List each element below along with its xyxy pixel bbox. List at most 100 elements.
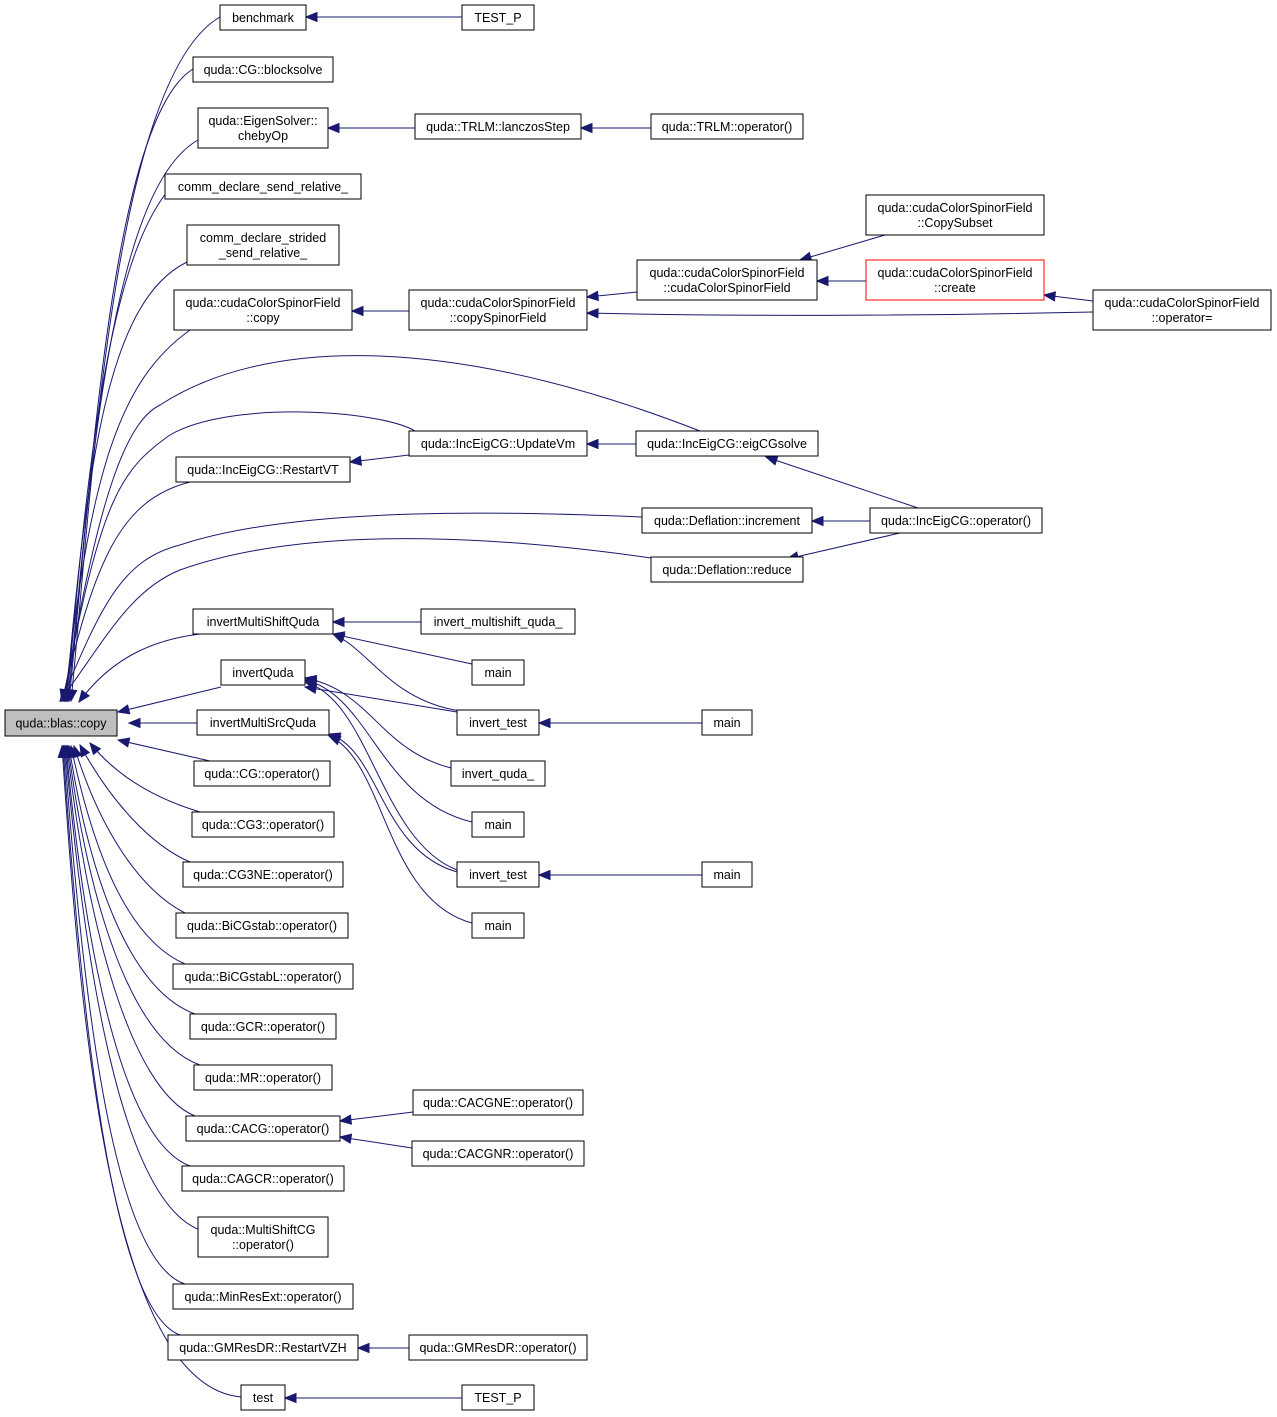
node-box	[219, 4, 307, 31]
edge-line	[328, 733, 458, 873]
node-defl-reduce[interactable]: quda::Deflation::reduce	[650, 556, 804, 583]
node-label: _send_relative_	[218, 246, 308, 260]
node-ccsf-opeq[interactable]: quda::cudaColorSpinorField::operator=	[1092, 289, 1272, 331]
node-testp2[interactable]: TEST_P	[461, 1384, 535, 1411]
node-trlm-lanczos[interactable]: quda::TRLM::lanczosStep	[414, 113, 582, 140]
node-label: test	[253, 1391, 274, 1405]
node-cacgne-op[interactable]: quda::CACGNE::operator()	[412, 1089, 584, 1116]
node-box	[167, 1334, 359, 1361]
node-defl-inc[interactable]: quda::Deflation::increment	[641, 507, 813, 534]
node-inc-restart[interactable]: quda::IncEigCG::RestartVT	[175, 456, 351, 483]
node-cg3-op[interactable]: quda::CG3::operator()	[191, 811, 335, 838]
edge-line	[339, 1111, 414, 1122]
edge-ims_quda-to-root	[78, 633, 201, 704]
node-label: quda::IncEigCG::RestartVT	[187, 463, 339, 477]
node-gcr-op[interactable]: quda::GCR::operator()	[189, 1013, 337, 1040]
node-ims-quda[interactable]: invertMultiShiftQuda	[192, 608, 334, 635]
node-label: TEST_P	[474, 11, 521, 25]
node-cacgnr-op[interactable]: quda::CACGNR::operator()	[411, 1140, 585, 1167]
node-cg3ne-op[interactable]: quda::CG3NE::operator()	[182, 861, 344, 888]
node-main2[interactable]: main	[701, 709, 753, 736]
node-inv-quda-[interactable]: invert_quda_	[450, 760, 546, 787]
node-label: main	[484, 666, 511, 680]
node-label: quda::GMResDR::RestartVZH	[179, 1341, 346, 1355]
node-label: ::operator()	[232, 1238, 294, 1252]
node-box	[456, 861, 540, 888]
node-inv-test2[interactable]: invert_test	[456, 861, 540, 888]
node-main4[interactable]: main	[701, 861, 753, 888]
node-cg-op[interactable]: quda::CG::operator()	[193, 760, 331, 787]
node-label: quda::TRLM::operator()	[662, 120, 793, 134]
node-main3[interactable]: main	[471, 811, 525, 838]
edge-testp1-to-benchmark	[304, 11, 462, 23]
node-box	[196, 709, 330, 736]
node-box	[191, 811, 335, 838]
edge-arrowhead	[127, 717, 141, 729]
edge-line	[65, 745, 191, 1167]
node-inc-eigsolve[interactable]: quda::IncEigCG::eigCGsolve	[635, 430, 819, 457]
node-comm-rel[interactable]: comm_declare_send_relative_	[164, 173, 362, 200]
node-minres-op[interactable]: quda::MinResExt::operator()	[172, 1283, 354, 1310]
edge-arrowhead	[78, 689, 91, 704]
edge-arrowhead	[1042, 291, 1057, 302]
edge-line	[79, 744, 191, 863]
node-inv-quda[interactable]: invertQuda	[220, 659, 306, 686]
node-box	[420, 608, 576, 635]
node-box	[193, 1064, 333, 1091]
edge-ccsf_ctor-to-ccsf_copysf	[585, 290, 638, 302]
node-label: main	[484, 818, 511, 832]
node-imsrc-quda[interactable]: invertMultiSrcQuda	[196, 709, 330, 736]
node-mr-op[interactable]: quda::MR::operator()	[193, 1064, 333, 1091]
node-ccsf-create[interactable]: quda::cudaColorSpinorField::create	[865, 259, 1045, 301]
node-box	[197, 107, 329, 149]
node-inc-op[interactable]: quda::IncEigCG::operator()	[869, 507, 1043, 534]
node-root[interactable]: quda::blas::copy	[4, 709, 118, 737]
node-test[interactable]: test	[240, 1384, 286, 1411]
node-ccsf-copysf[interactable]: quda::cudaColorSpinorField::copySpinorFi…	[408, 289, 588, 331]
node-gmres-op[interactable]: quda::GMResDR::operator()	[408, 1334, 588, 1361]
node-msc-op[interactable]: quda::MultiShiftCG::operator()	[197, 1216, 329, 1258]
node-box	[172, 963, 354, 990]
edge-ccsf_copy-to-root	[61, 329, 191, 703]
node-gmres-restart[interactable]: quda::GMResDR::RestartVZH	[167, 1334, 359, 1361]
edge-arrowhead	[326, 122, 340, 134]
node-trlm-op[interactable]: quda::TRLM::operator()	[650, 113, 804, 140]
node-cagcr-op[interactable]: quda::CAGCR::operator()	[181, 1165, 345, 1192]
node-main1[interactable]: main	[471, 659, 525, 686]
edge-gmres_op-to-gmres_restart	[356, 1342, 409, 1354]
node-ccsf-subset[interactable]: quda::cudaColorSpinorField::CopySubset	[865, 194, 1045, 236]
node-box	[461, 1384, 535, 1411]
node-bicgl-op[interactable]: quda::BiCGstabL::operator()	[172, 963, 354, 990]
edge-line	[304, 677, 452, 769]
node-ims-quda-[interactable]: invert_multishift_quda_	[420, 608, 576, 635]
node-label: quda::cudaColorSpinorField	[878, 266, 1033, 280]
node-bicg-op[interactable]: quda::BiCGstab::operator()	[175, 912, 349, 939]
node-ccsf-copy[interactable]: quda::cudaColorSpinorField::copy	[173, 289, 353, 331]
edge-line	[117, 686, 222, 713]
node-cg-block[interactable]: quda::CG::blocksolve	[192, 56, 334, 83]
node-ccsf-ctor[interactable]: quda::cudaColorSpinorField::cudaColorSpi…	[636, 259, 818, 301]
node-eigen-cheby[interactable]: quda::EigenSolver::chebyOp	[197, 107, 329, 149]
node-cacg-op[interactable]: quda::CACG::operator()	[185, 1115, 341, 1142]
node-label: quda::CACG::operator()	[197, 1122, 330, 1136]
edge-inc_eigsolve-to-root	[60, 355, 701, 703]
node-box	[701, 709, 753, 736]
node-benchmark[interactable]: benchmark	[219, 4, 307, 31]
node-box	[471, 811, 525, 838]
node-box	[220, 659, 306, 686]
edge-arrowhead	[116, 704, 131, 715]
node-label: quda::MR::operator()	[205, 1071, 321, 1085]
node-comm-strided[interactable]: comm_declare_strided_send_relative_	[186, 224, 340, 266]
edge-line	[62, 411, 416, 702]
edge-line	[70, 745, 186, 965]
edge-line	[339, 1136, 413, 1149]
node-main5[interactable]: main	[471, 912, 525, 939]
node-inc-update[interactable]: quda::IncEigCG::UpdateVm	[408, 430, 588, 457]
edge-cacg_op-to-root	[63, 744, 196, 1117]
node-label: quda::IncEigCG::UpdateVm	[421, 437, 575, 451]
node-label: quda::MultiShiftCG	[211, 1223, 316, 1237]
edge-arrowhead	[59, 688, 72, 703]
node-inv-test1[interactable]: invert_test	[456, 709, 540, 736]
node-testp1[interactable]: TEST_P	[461, 4, 535, 31]
edge-arrowhead	[810, 515, 824, 527]
